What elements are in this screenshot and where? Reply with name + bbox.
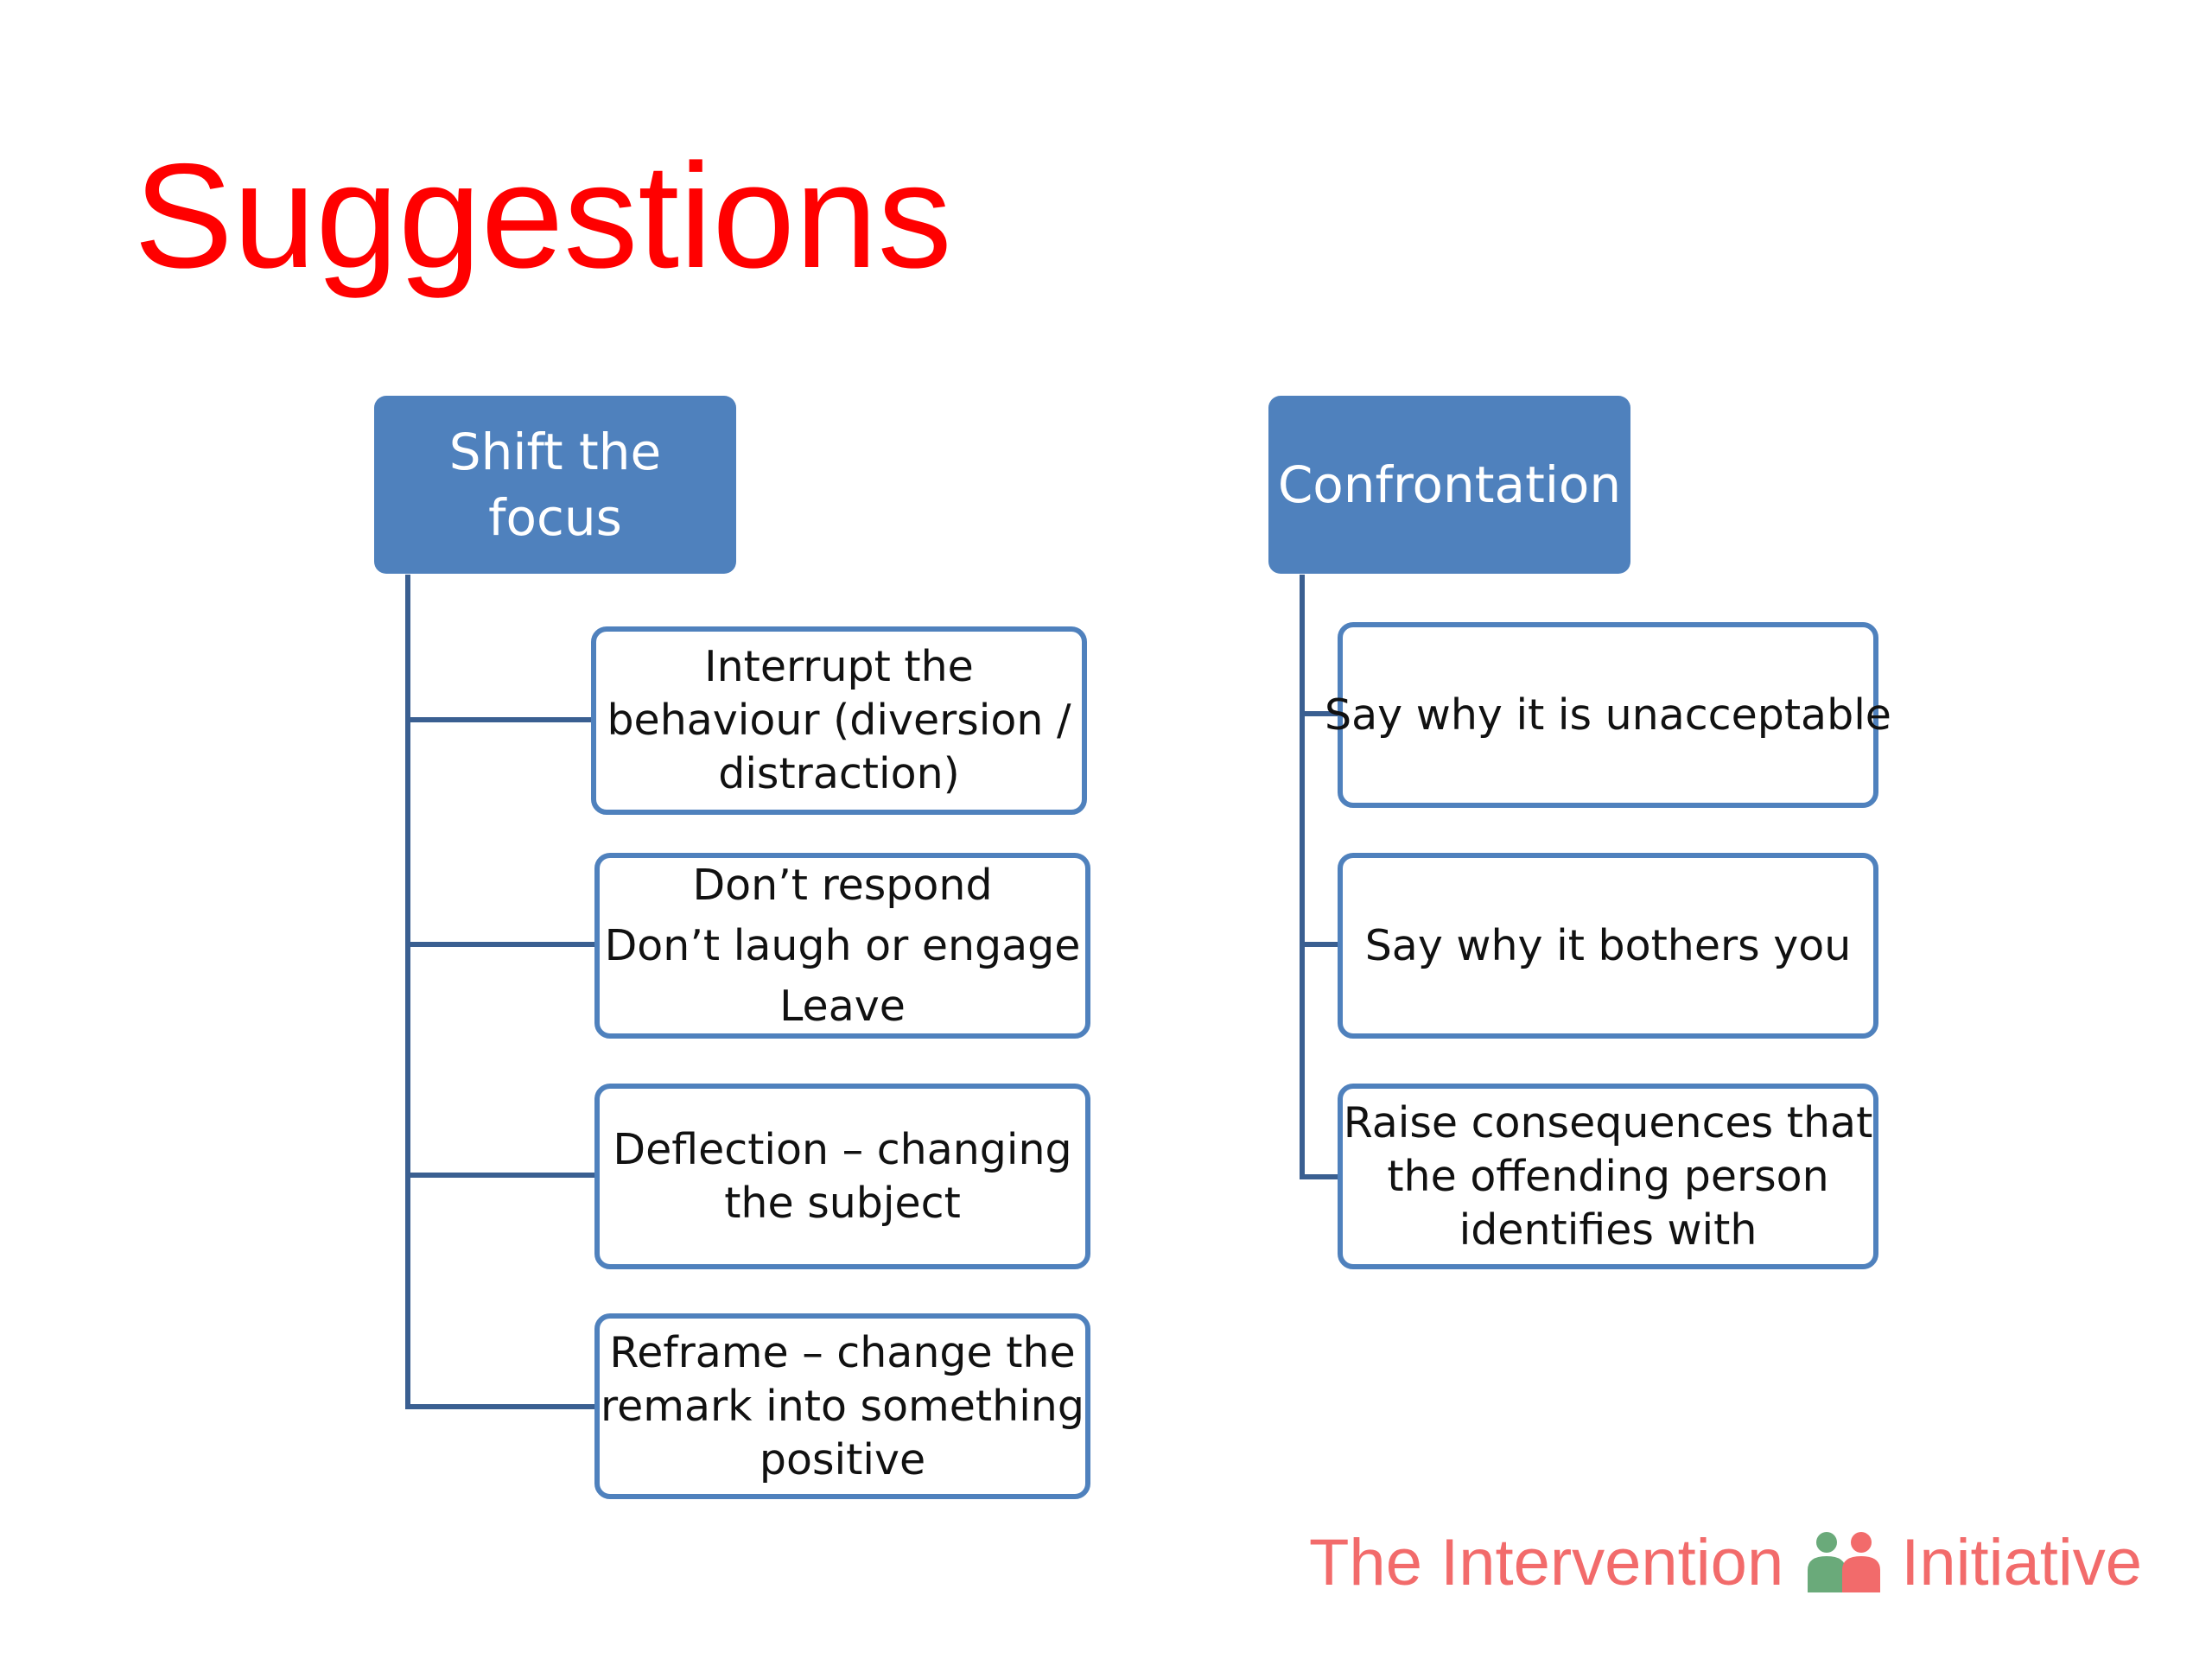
slide-title: Suggestions bbox=[134, 133, 952, 299]
header-line: Confrontation bbox=[1277, 455, 1622, 514]
item-line: Say why it bothers you bbox=[1364, 920, 1852, 970]
item-reframe: Reframe – change the remark into somethi… bbox=[594, 1313, 1090, 1499]
footer-brand-left: The Intervention bbox=[1309, 1526, 1784, 1599]
item-deflection: Deflection – changing the subject bbox=[594, 1084, 1090, 1269]
footer-brand-right: Initiative bbox=[1901, 1526, 2143, 1599]
item-say-why-unacceptable: Say why it is unacceptable bbox=[1325, 622, 1891, 808]
item-dont-respond: Don’t respond Don’t laugh or engage Leav… bbox=[594, 853, 1090, 1039]
item-raise-consequences: Raise consequences that the offending pe… bbox=[1338, 1084, 1878, 1269]
item-say-why-bothers: Say why it bothers you bbox=[1338, 853, 1878, 1039]
item-line: Reframe – change the bbox=[609, 1327, 1076, 1377]
item-line: distraction) bbox=[718, 749, 960, 798]
footer-brand: The Intervention Initiative bbox=[1309, 1525, 2142, 1600]
item-line: Don’t respond bbox=[692, 860, 993, 910]
item-line: Raise consequences that bbox=[1343, 1097, 1873, 1147]
item-line: the offending person bbox=[1387, 1151, 1829, 1201]
item-line: identifies with bbox=[1459, 1205, 1758, 1255]
item-line: Say why it is unacceptable bbox=[1325, 690, 1891, 740]
header-line: focus bbox=[488, 488, 622, 547]
item-line: behaviour (diversion / bbox=[607, 696, 1071, 745]
item-interrupt-behaviour: Interrupt the behaviour (diversion / dis… bbox=[591, 626, 1087, 815]
item-line: the subject bbox=[724, 1178, 961, 1228]
two-people-icon bbox=[1808, 1531, 1881, 1592]
header-line: Shift the bbox=[448, 423, 662, 481]
header-shift-the-focus: Shift the focus bbox=[374, 396, 736, 574]
item-line: remark into something bbox=[601, 1381, 1084, 1431]
item-line: Don’t laugh or engage bbox=[604, 920, 1081, 970]
item-line: Leave bbox=[779, 981, 906, 1031]
item-line: positive bbox=[759, 1434, 926, 1484]
header-confrontation: Confrontation bbox=[1268, 396, 1630, 574]
item-line: Deflection – changing bbox=[613, 1124, 1072, 1174]
item-line: Interrupt the bbox=[704, 642, 974, 691]
